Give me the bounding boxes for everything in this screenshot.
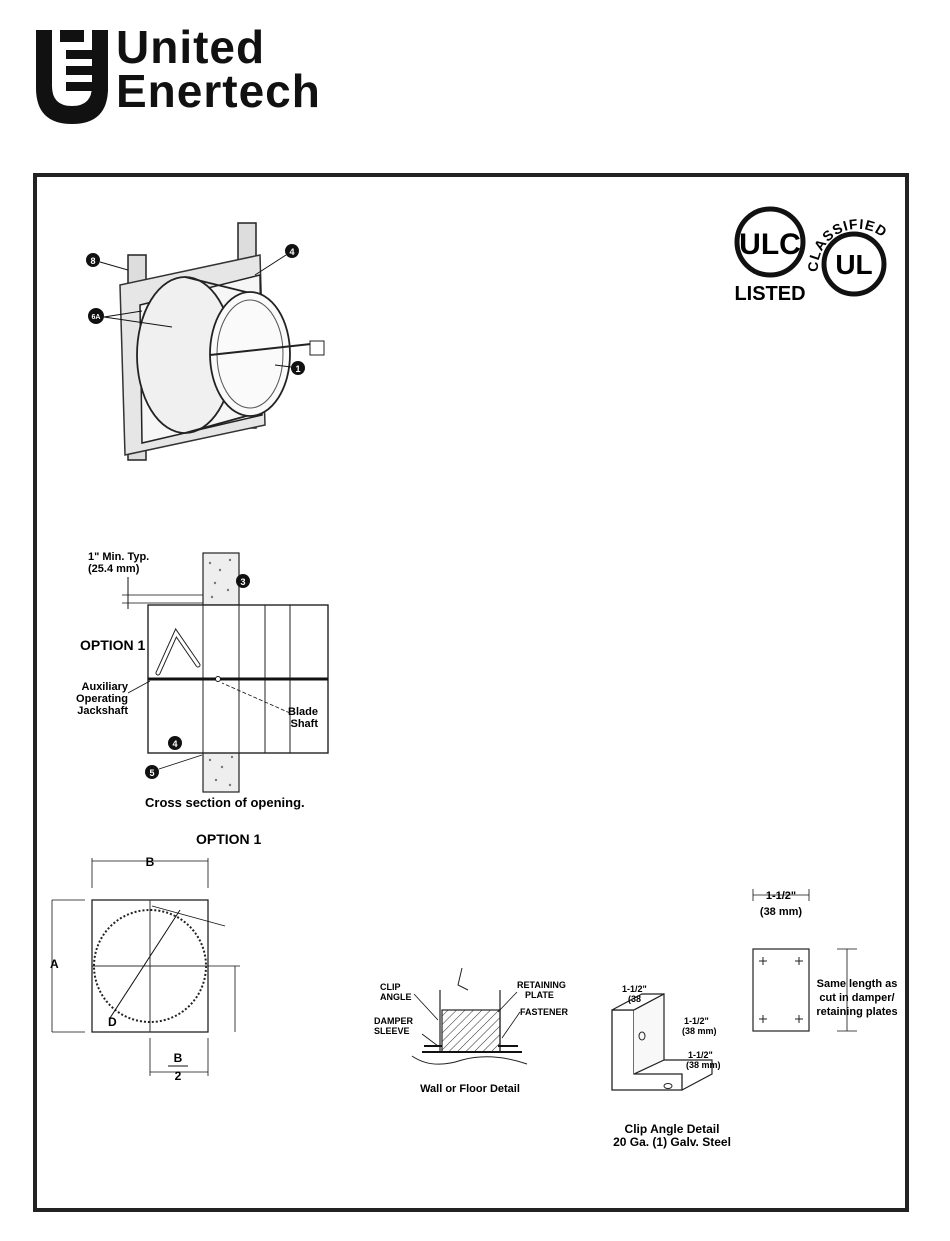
ul-classified-mark: CLASSIFIED UL bbox=[805, 216, 889, 297]
callout-6a-label: 6A bbox=[92, 314, 101, 321]
blade-shaft-label-1: Blade bbox=[288, 706, 318, 718]
jackshaft-label-2: Operating bbox=[76, 693, 128, 705]
retaining-plate-label-2: PLATE bbox=[525, 990, 554, 1000]
brand-line-1: United bbox=[116, 21, 266, 73]
ulc-listed-text: LISTED bbox=[734, 283, 805, 305]
clip-dim-3-mm: (38 mm) bbox=[686, 1060, 721, 1070]
retaining-plate-label-1: RETAINING bbox=[517, 980, 566, 990]
clip-dim-1: 1-1/2" bbox=[622, 984, 647, 994]
plate-detail: 1-1/2" (38 mm) Same length as cut in dam… bbox=[752, 889, 898, 1032]
callout-1-label: 1 bbox=[295, 364, 300, 374]
wall-floor-detail: CLIP ANGLE DAMPER SLEEVE RETAINING PLATE… bbox=[374, 967, 569, 1095]
plate-note-3: retaining plates bbox=[816, 1006, 897, 1018]
callout-4-section-label: 4 bbox=[172, 739, 177, 749]
brand-line-2: Enertech bbox=[116, 65, 321, 117]
min-clearance-label: 1" Min. Typ. bbox=[88, 551, 149, 563]
cross-section-option-label: OPTION 1 bbox=[80, 637, 146, 653]
logo-mark-icon bbox=[36, 30, 108, 124]
clip-dim-2: 1-1/2" bbox=[684, 1016, 709, 1026]
clip-dim-3: 1-1/2" bbox=[688, 1050, 713, 1060]
wall-detail-caption: Wall or Floor Detail bbox=[420, 1083, 520, 1095]
callout-4 bbox=[285, 244, 299, 258]
isometric-damper-drawing: 8 4 6A 1 bbox=[86, 222, 325, 461]
fastener-label: FASTENER bbox=[520, 1007, 569, 1017]
clip-dim-1-mm: (38 bbox=[628, 994, 641, 1004]
front-view-option-label: OPTION 1 bbox=[196, 831, 262, 847]
dimension-d-label: D bbox=[108, 1015, 117, 1029]
damper-sleeve-label-1: DAMPER bbox=[374, 1016, 414, 1026]
plate-note-2: cut in damper/ bbox=[819, 992, 894, 1004]
callout-5 bbox=[145, 765, 159, 779]
min-clearance-mm-label: (25.4 mm) bbox=[88, 563, 140, 575]
callout-8 bbox=[86, 253, 100, 267]
callout-4-label: 4 bbox=[289, 247, 294, 257]
half-b-numerator: B bbox=[174, 1051, 183, 1065]
clip-dim-2-mm: (38 mm) bbox=[682, 1026, 717, 1036]
blade-shaft-label-2: Shaft bbox=[291, 718, 319, 730]
half-b-denominator: 2 bbox=[175, 1069, 182, 1083]
clip-angle-caption-2: 20 Ga. (1) Galv. Steel bbox=[613, 1135, 731, 1149]
callout-3 bbox=[236, 574, 250, 588]
jackshaft-label-3: Jackshaft bbox=[77, 705, 128, 717]
jackshaft-label-1: Auxiliary bbox=[82, 681, 129, 693]
callout-6a bbox=[88, 308, 104, 324]
dimension-a-label: A bbox=[50, 957, 59, 971]
content-frame bbox=[33, 173, 909, 1212]
plate-note-1: Same length as bbox=[817, 978, 898, 990]
plate-width-mm-label: (38 mm) bbox=[760, 906, 803, 918]
callout-1 bbox=[291, 361, 305, 375]
cross-section-drawing: 1" Min. Typ. (25.4 mm) OPTION 1 Auxiliar… bbox=[76, 551, 329, 810]
plate-width-label: 1-1/2" bbox=[766, 890, 796, 902]
damper-sleeve-label-2: SLEEVE bbox=[374, 1026, 410, 1036]
certification-marks: ULC LISTED CLASSIFIED UL bbox=[734, 206, 889, 305]
clip-angle-label-1: CLIP bbox=[380, 982, 401, 992]
callout-5-label: 5 bbox=[149, 768, 154, 778]
ulc-listed-mark: ULC LISTED bbox=[734, 206, 806, 305]
company-logo: United Enertech bbox=[32, 22, 362, 132]
front-view-drawing: OPTION 1 B A D B 2 bbox=[50, 831, 262, 1083]
ul-mark-text: UL bbox=[835, 249, 872, 280]
ulc-mark-text: ULC bbox=[739, 228, 801, 261]
callout-3-label: 3 bbox=[240, 577, 245, 587]
callout-8-label: 8 bbox=[90, 256, 95, 266]
clip-angle-caption-1: Clip Angle Detail bbox=[625, 1122, 720, 1136]
callout-4-section bbox=[168, 736, 182, 750]
cross-section-caption: Cross section of opening. bbox=[145, 795, 305, 810]
clip-angle-detail: 1-1/2" (38 1-1/2" (38 mm) 1-1/2" (38 mm)… bbox=[611, 984, 731, 1149]
dimension-b-label: B bbox=[146, 855, 155, 869]
clip-angle-label-2: ANGLE bbox=[380, 992, 412, 1002]
